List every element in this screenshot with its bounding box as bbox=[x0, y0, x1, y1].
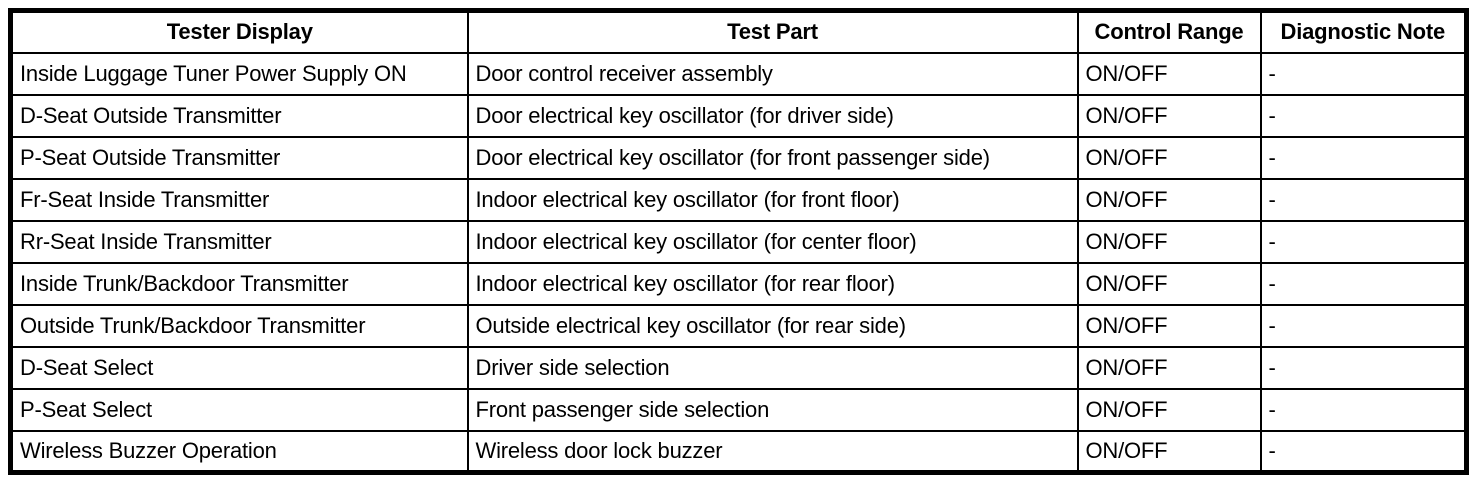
header-tester-display: Tester Display bbox=[9, 9, 469, 54]
cell-diagnostic-note: - bbox=[1259, 177, 1468, 222]
table-row: D-Seat Outside Transmitter Door electric… bbox=[9, 93, 1468, 138]
table-row: P-Seat Outside Transmitter Door electric… bbox=[9, 135, 1468, 180]
cell-diagnostic-note: - bbox=[1259, 303, 1468, 348]
cell-test-part: Driver side selection bbox=[466, 345, 1079, 390]
cell-tester-display: P-Seat Outside Transmitter bbox=[9, 135, 469, 180]
cell-control-range: ON/OFF bbox=[1076, 177, 1262, 222]
cell-tester-display: Wireless Buzzer Operation bbox=[9, 429, 469, 474]
cell-control-range: ON/OFF bbox=[1076, 303, 1262, 348]
cell-control-range: ON/OFF bbox=[1076, 93, 1262, 138]
cell-control-range: ON/OFF bbox=[1076, 219, 1262, 264]
cell-test-part: Indoor electrical key oscillator (for fr… bbox=[466, 177, 1079, 222]
cell-test-part: Door control receiver assembly bbox=[466, 51, 1079, 96]
cell-tester-display: Fr-Seat Inside Transmitter bbox=[9, 177, 469, 222]
cell-control-range: ON/OFF bbox=[1076, 387, 1262, 432]
table-row: Outside Trunk/Backdoor Transmitter Outsi… bbox=[9, 303, 1468, 348]
table-row: P-Seat Select Front passenger side selec… bbox=[9, 387, 1468, 432]
cell-test-part: Wireless door lock buzzer bbox=[466, 429, 1079, 474]
cell-test-part: Front passenger side selection bbox=[466, 387, 1079, 432]
cell-control-range: ON/OFF bbox=[1076, 261, 1262, 306]
header-control-range: Control Range bbox=[1076, 9, 1262, 54]
header-row: Tester Display Test Part Control Range D… bbox=[9, 9, 1468, 54]
cell-diagnostic-note: - bbox=[1259, 429, 1468, 474]
cell-diagnostic-note: - bbox=[1259, 261, 1468, 306]
cell-diagnostic-note: - bbox=[1259, 387, 1468, 432]
header-test-part: Test Part bbox=[466, 9, 1079, 54]
cell-tester-display: Rr-Seat Inside Transmitter bbox=[9, 219, 469, 264]
diagnostic-tester-table: Tester Display Test Part Control Range D… bbox=[8, 8, 1469, 475]
cell-diagnostic-note: - bbox=[1259, 219, 1468, 264]
cell-tester-display: P-Seat Select bbox=[9, 387, 469, 432]
cell-test-part: Outside electrical key oscillator (for r… bbox=[466, 303, 1079, 348]
cell-test-part: Indoor electrical key oscillator (for re… bbox=[466, 261, 1079, 306]
cell-tester-display: Outside Trunk/Backdoor Transmitter bbox=[9, 303, 469, 348]
cell-control-range: ON/OFF bbox=[1076, 429, 1262, 474]
table-row: Inside Trunk/Backdoor Transmitter Indoor… bbox=[9, 261, 1468, 306]
table-row: Fr-Seat Inside Transmitter Indoor electr… bbox=[9, 177, 1468, 222]
table-row: Inside Luggage Tuner Power Supply ON Doo… bbox=[9, 51, 1468, 96]
table-row: Rr-Seat Inside Transmitter Indoor electr… bbox=[9, 219, 1468, 264]
cell-test-part: Door electrical key oscillator (for driv… bbox=[466, 93, 1079, 138]
header-diagnostic-note: Diagnostic Note bbox=[1259, 9, 1468, 54]
cell-test-part: Indoor electrical key oscillator (for ce… bbox=[466, 219, 1079, 264]
cell-diagnostic-note: - bbox=[1259, 135, 1468, 180]
cell-diagnostic-note: - bbox=[1259, 51, 1468, 96]
cell-diagnostic-note: - bbox=[1259, 345, 1468, 390]
cell-diagnostic-note: - bbox=[1259, 93, 1468, 138]
cell-tester-display: D-Seat Outside Transmitter bbox=[9, 93, 469, 138]
cell-test-part: Door electrical key oscillator (for fron… bbox=[466, 135, 1079, 180]
table-row: D-Seat Select Driver side selection ON/O… bbox=[9, 345, 1468, 390]
cell-control-range: ON/OFF bbox=[1076, 135, 1262, 180]
cell-tester-display: Inside Luggage Tuner Power Supply ON bbox=[9, 51, 469, 96]
cell-control-range: ON/OFF bbox=[1076, 51, 1262, 96]
cell-control-range: ON/OFF bbox=[1076, 345, 1262, 390]
cell-tester-display: Inside Trunk/Backdoor Transmitter bbox=[9, 261, 469, 306]
table-row: Wireless Buzzer Operation Wireless door … bbox=[9, 429, 1468, 474]
cell-tester-display: D-Seat Select bbox=[9, 345, 469, 390]
